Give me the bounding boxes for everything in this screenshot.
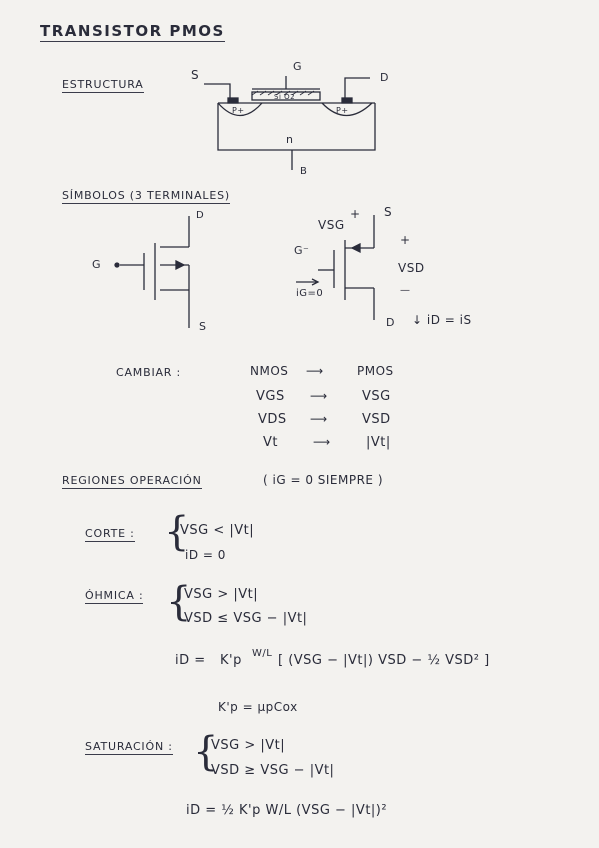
- cambiar-row-3-from: Vt: [263, 435, 278, 450]
- p-left-region: [217, 102, 263, 117]
- pmos-symbol-left: [114, 216, 190, 328]
- cambiar-row-1-arrow: ⟶: [310, 389, 328, 403]
- section-simbolos-heading: SÍMBOLOS (3 TERMINALES): [62, 189, 230, 204]
- ohmica-eq-wl: W/L: [252, 648, 273, 659]
- corte-cond2: iD = 0: [185, 548, 226, 562]
- symbol-right-plus1: +: [350, 207, 361, 221]
- ohmica-label: ÓHMICA :: [85, 589, 144, 604]
- saturacion-label: SATURACIÓN :: [85, 740, 173, 755]
- symbol-right-id: ↓ iD = iS: [412, 313, 472, 327]
- ohmica-cond2: VSD ≤ VSG − |Vt|: [184, 611, 308, 626]
- estructura-label-p-left: P+: [232, 106, 245, 115]
- symbol-right-plus2: +: [400, 233, 411, 247]
- saturacion-brace: {: [193, 729, 219, 775]
- saturacion-eq: iD = ½ K'p W/L (VSG − |Vt|)²: [186, 803, 388, 818]
- ohmica-eq-bracket: [ (VSG − |Vt|) VSD − ½ VSD² ]: [278, 653, 490, 668]
- symbol-right-s: S: [384, 205, 393, 219]
- ohmica-eq-kp: K'p: [220, 653, 242, 668]
- symbol-right-d: D: [386, 316, 395, 329]
- symbol-right-vsd: VSD: [398, 261, 425, 275]
- p-right-region: [321, 102, 373, 117]
- cambiar-row-1-from: VGS: [256, 389, 285, 404]
- symbol-right-minus: —: [400, 285, 411, 296]
- estructura-label-p-right: P+: [336, 106, 349, 115]
- cambiar-row-3-to: |Vt|: [366, 435, 391, 450]
- pmos-structure-diagram: [204, 76, 376, 170]
- pmos-symbol-right: [296, 215, 375, 320]
- cambiar-row-2-arrow: ⟶: [310, 412, 328, 426]
- cambiar-row-0-from: NMOS: [250, 364, 289, 378]
- cambiar-row-0-to: PMOS: [357, 364, 394, 378]
- ohmica-eq-left: iD =: [175, 653, 206, 668]
- symbol-right-ig: iG=0: [296, 288, 324, 299]
- saturacion-cond2: VSD ≥ VSG − |Vt|: [211, 763, 335, 778]
- oxide-layer: [251, 91, 321, 101]
- corte-brace: {: [164, 509, 190, 555]
- cambiar-row-3-arrow: ⟶: [313, 435, 331, 449]
- cambiar-row-0-arrow: ⟶: [306, 364, 324, 378]
- regiones-heading: REGIONES OPERACIÓN: [62, 474, 202, 489]
- symbol-left-g: G: [92, 258, 102, 271]
- cambiar-row-2-to: VSD: [362, 412, 391, 427]
- symbol-right-vsg: VSG: [318, 218, 345, 232]
- saturacion-cond1: VSG > |Vt|: [211, 738, 286, 753]
- ohmica-kp-def: K'p = μpCox: [218, 700, 298, 714]
- regiones-note: ( iG = 0 SIEMPRE ): [263, 473, 384, 487]
- estructura-label-b: B: [300, 166, 308, 177]
- symbol-right-g: G⁻: [294, 244, 310, 257]
- ohmica-brace: {: [166, 579, 192, 625]
- cambiar-heading: CAMBIAR :: [116, 366, 182, 379]
- page-title: TRANSISTOR PMOS: [40, 22, 225, 42]
- ohmica-cond1: VSG > |Vt|: [184, 587, 259, 602]
- estructura-label-s: S: [191, 68, 200, 82]
- symbol-left-s: S: [199, 320, 207, 333]
- estructura-label-n: n: [286, 133, 294, 146]
- symbol-left-d: D: [196, 210, 205, 221]
- estructura-label-g: G: [293, 60, 303, 73]
- corte-cond1: VSG < |Vt|: [180, 523, 255, 538]
- corte-label: CORTE :: [85, 527, 135, 542]
- estructura-label-oxide: Si O2: [274, 93, 296, 101]
- cambiar-row-1-to: VSG: [362, 389, 391, 404]
- simbolos-heading-text: SÍMBOLOS (3 TERMINALES): [62, 189, 230, 204]
- estructura-label-d: D: [380, 71, 389, 84]
- cambiar-row-2-from: VDS: [258, 412, 287, 427]
- section-estructura-heading: ESTRUCTURA: [62, 78, 144, 93]
